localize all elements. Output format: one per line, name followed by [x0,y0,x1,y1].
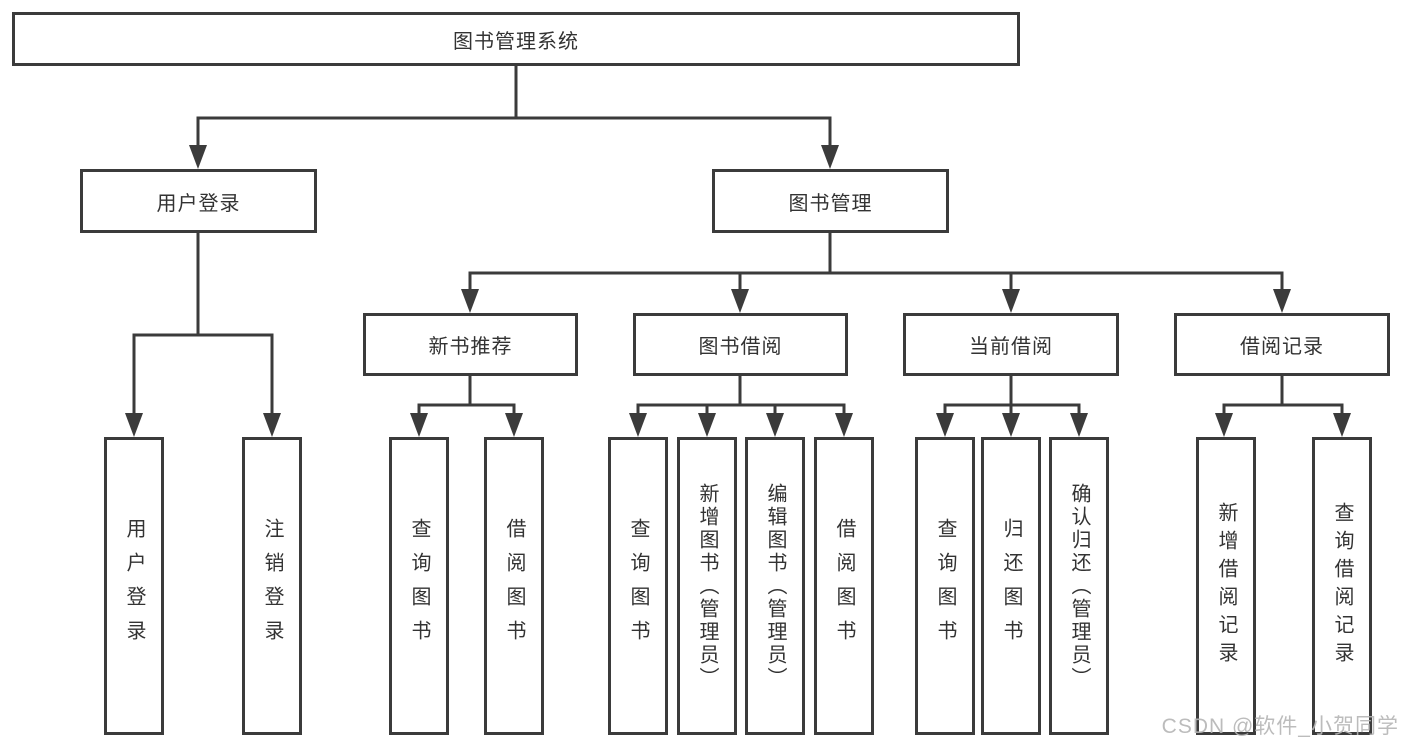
node-label: 借阅记录 [1240,336,1324,358]
watermark: CSDN @软件_小贺同学 [1161,715,1399,738]
node-book-management: 图书管理 [712,169,949,233]
node-label: 图书管理 [788,192,873,215]
leaf-label: 借阅图书 [833,518,855,654]
leaf-br-add-record: 新增借阅记录 [1196,437,1256,735]
leaf-bb-edit-books-admin: 编辑图书（管理员） [745,437,805,735]
node-new-book-recommend: 新书推荐 [363,313,578,376]
leaf-cb-return-books: 归还图书 [981,437,1041,735]
leaf-label: 查询图书 [934,518,956,654]
leaf-logout: 注销登录 [242,437,302,735]
leaf-label: 确认归还（管理员） [1068,482,1090,690]
node-current-borrowing: 当前借阅 [903,313,1119,376]
leaf-cb-query-books: 查询图书 [915,437,975,735]
node-user-login: 用户登录 [80,169,317,233]
leaf-label: 查询借阅记录 [1331,502,1353,670]
leaf-label: 查询图书 [627,518,649,654]
leaf-nbr-query-books: 查询图书 [389,437,449,735]
leaf-label: 归还图书 [1000,518,1022,654]
node-label: 图书借阅 [698,336,783,358]
leaf-label: 新增借阅记录 [1215,502,1237,670]
leaf-br-query-record: 查询借阅记录 [1312,437,1372,735]
node-label: 当前借阅 [969,336,1053,358]
leaf-label: 用户登录 [123,518,145,654]
leaf-label: 编辑图书（管理员） [764,482,786,690]
leaf-label: 借阅图书 [503,518,525,654]
leaf-label: 注销登录 [261,518,283,654]
node-label: 图书管理系统 [453,30,579,53]
node-label: 用户登录 [156,192,241,215]
leaf-label: 查询图书 [408,518,430,654]
leaf-bb-borrow-books: 借阅图书 [814,437,874,735]
leaf-label: 新增图书（管理员） [696,482,718,690]
leaf-user-login: 用户登录 [104,437,164,735]
node-book-borrowing: 图书借阅 [633,313,848,376]
leaf-cb-confirm-return-admin: 确认归还（管理员） [1049,437,1109,735]
node-borrowing-records: 借阅记录 [1174,313,1390,376]
node-library-system: 图书管理系统 [12,12,1020,66]
leaf-bb-query-books: 查询图书 [608,437,668,735]
node-label: 新书推荐 [428,336,513,358]
leaf-nbr-borrow-books: 借阅图书 [484,437,544,735]
leaf-bb-add-books-admin: 新增图书（管理员） [677,437,737,735]
